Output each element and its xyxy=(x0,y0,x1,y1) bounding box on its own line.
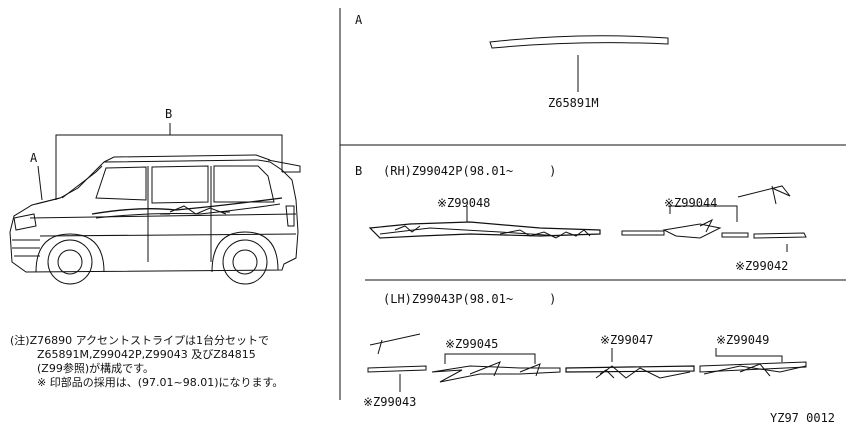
part-z99043: ※Z99043 xyxy=(363,395,416,409)
part-z99042: ※Z99042 xyxy=(735,259,788,273)
part-z99049: ※Z99049 xyxy=(716,333,769,347)
section-b-letter: B xyxy=(355,164,362,178)
note-line-4: ※ 印部品の採用は、(97.01~98.01)になります。 xyxy=(37,376,284,389)
part-z65891m: Z65891M xyxy=(548,96,599,110)
part-z99045: ※Z99045 xyxy=(445,337,498,351)
vehicle-label-a: A xyxy=(30,151,38,165)
note-line-2: Z65891M,Z99042P,Z99043 及びZ84815 xyxy=(37,348,256,361)
vehicle-label-b: B xyxy=(165,107,172,121)
part-z99047: ※Z99047 xyxy=(600,333,653,347)
section-a-letter: A xyxy=(355,13,363,27)
lh-header: (LH)Z99043P(98.01~ ) xyxy=(383,292,556,306)
rh-header: (RH)Z99042P(98.01~ ) xyxy=(383,164,556,178)
hood-stripe-part xyxy=(489,35,669,92)
rh-stripe-parts xyxy=(368,185,807,252)
vehicle-illustration xyxy=(9,123,301,285)
part-z99048: ※Z99048 xyxy=(437,196,490,210)
figure-code: YZ97 0012 xyxy=(770,411,835,425)
part-z99044: ※Z99044 xyxy=(664,196,717,210)
note-line-3: (Z99参照)が構成です。 xyxy=(37,362,155,375)
note-line-1: (注)Z76890 アクセントストライプは1台分セットで xyxy=(10,334,270,347)
lh-stripe-parts xyxy=(367,333,807,392)
